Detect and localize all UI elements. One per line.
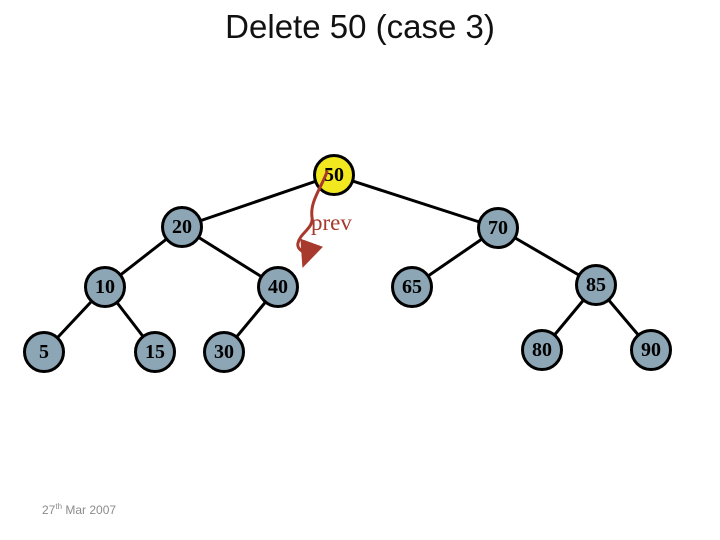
slide-title: Delete 50 (case 3) <box>225 8 495 45</box>
tree-node-30: 30 <box>203 331 245 373</box>
tree-node-80: 80 <box>521 329 563 371</box>
tree-node-40: 40 <box>257 266 299 308</box>
footer-ordinal-suffix: th <box>55 502 63 511</box>
footer-date-rest: Mar 2007 <box>62 503 117 517</box>
tree-node-85: 85 <box>575 264 617 306</box>
tree-node-90: 90 <box>630 329 672 371</box>
tree-node-65: 65 <box>391 266 433 308</box>
prev-pointer-label: prev <box>311 210 352 235</box>
tree-node-10: 10 <box>84 266 126 308</box>
tree-node-50: 50 <box>313 154 355 196</box>
tree-node-15: 15 <box>134 331 176 373</box>
footer-day: 27 <box>42 503 56 517</box>
tree-node-20: 20 <box>161 206 203 248</box>
tree-node-70: 70 <box>477 207 519 249</box>
tree-edge-50-70 <box>332 173 500 230</box>
slide-footer: 27th Mar 2007 <box>42 502 116 517</box>
tree-node-5: 5 <box>23 331 65 373</box>
